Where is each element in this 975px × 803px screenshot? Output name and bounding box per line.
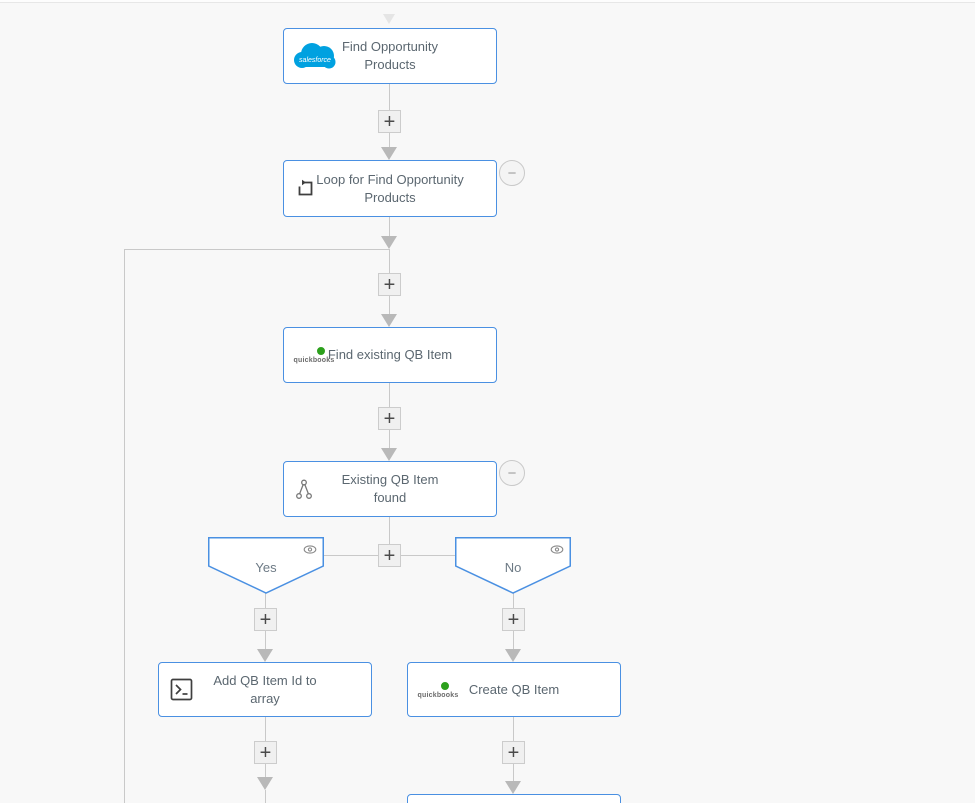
- branch-case-label: Yes: [255, 560, 277, 575]
- eye-icon[interactable]: [550, 542, 564, 560]
- connector-line: [389, 249, 390, 274]
- connector-line: [265, 631, 266, 649]
- connector-line: [265, 790, 266, 803]
- quickbooks-wordmark: quickbooks: [417, 691, 459, 699]
- connector-line: [513, 764, 514, 781]
- add-step-button[interactable]: +: [378, 407, 401, 430]
- arrow-down-icon: [381, 147, 397, 160]
- branch-icon: [296, 479, 312, 500]
- node-create-qb-item[interactable]: quickbooks Create QB Item: [407, 662, 621, 717]
- node-label: Existing QB Item found: [341, 472, 439, 505]
- loop-return-line: [124, 249, 390, 250]
- node-label: Add QB Item Id to array: [213, 672, 317, 706]
- collapse-loop-button[interactable]: −: [499, 160, 525, 186]
- add-step-button[interactable]: +: [254, 741, 277, 764]
- node-existing-qb-item-found[interactable]: Existing QB Item found: [283, 461, 497, 517]
- connector-line: [265, 764, 266, 777]
- arrow-down-icon: [257, 649, 273, 662]
- connector-line: [389, 296, 390, 314]
- quickbooks-circle-icon: [316, 346, 326, 356]
- connector-line: [389, 132, 390, 147]
- connector-line: [401, 555, 455, 556]
- arrow-down-icon: [381, 448, 397, 461]
- node-find-existing-qb-item[interactable]: quickbooks Find existing QB Item: [283, 327, 497, 383]
- connector-line: [389, 430, 390, 448]
- connector-line: [513, 593, 514, 608]
- quickbooks-wordmark: quickbooks: [293, 357, 335, 364]
- arrow-down-icon: [381, 236, 397, 249]
- add-step-button[interactable]: +: [254, 608, 277, 631]
- salesforce-logo-icon: salesforce: [292, 41, 336, 71]
- eye-icon[interactable]: [303, 542, 317, 560]
- connector-line: [389, 383, 390, 408]
- quickbooks-circle-icon: [440, 680, 450, 691]
- connector-line: [265, 717, 266, 741]
- arrow-down-icon: [505, 781, 521, 794]
- add-step-button[interactable]: +: [502, 741, 525, 764]
- add-step-button[interactable]: +: [378, 273, 401, 296]
- quickbooks-logo-icon: quickbooks: [293, 346, 335, 364]
- loop-icon: [296, 179, 315, 198]
- add-step-button[interactable]: +: [378, 110, 401, 133]
- connector-line: [513, 631, 514, 649]
- connector-line: [324, 555, 378, 556]
- loop-return-line: [124, 249, 125, 803]
- quickbooks-logo-icon: quickbooks: [417, 680, 459, 699]
- svg-text:salesforce: salesforce: [299, 57, 331, 64]
- add-step-button[interactable]: +: [502, 608, 525, 631]
- connector-line: [265, 593, 266, 608]
- node-label: Find existing QB Item: [327, 347, 453, 363]
- node-partial-bottom[interactable]: [407, 794, 621, 803]
- node-loop-for-find-opportunity-products[interactable]: Loop for Find Opportunity Products: [283, 160, 497, 217]
- node-label: Find Opportunity Products: [341, 39, 439, 72]
- connector-line: [513, 717, 514, 741]
- node-label: Create QB Item: [468, 681, 560, 697]
- connector-line: [389, 217, 390, 236]
- node-find-opportunity-products[interactable]: salesforce Find Opportunity Products: [283, 28, 497, 84]
- arrow-down-icon: [383, 14, 395, 24]
- arrow-down-icon: [505, 649, 521, 662]
- canvas-top-border: [0, 0, 975, 3]
- node-label: Loop for Find Opportunity Products: [316, 171, 464, 205]
- node-add-qb-item-id-to-array[interactable]: Add QB Item Id to array: [158, 662, 372, 717]
- branch-case-no[interactable]: No: [455, 537, 571, 594]
- branch-case-label: No: [504, 560, 522, 575]
- arrow-down-icon: [257, 777, 273, 790]
- add-branch-button[interactable]: +: [378, 544, 401, 567]
- connector-line: [389, 84, 390, 110]
- terminal-icon: [170, 678, 193, 701]
- collapse-branch-button[interactable]: −: [499, 460, 525, 486]
- arrow-down-icon: [381, 314, 397, 327]
- connector-line: [389, 517, 390, 545]
- branch-case-yes[interactable]: Yes: [208, 537, 324, 594]
